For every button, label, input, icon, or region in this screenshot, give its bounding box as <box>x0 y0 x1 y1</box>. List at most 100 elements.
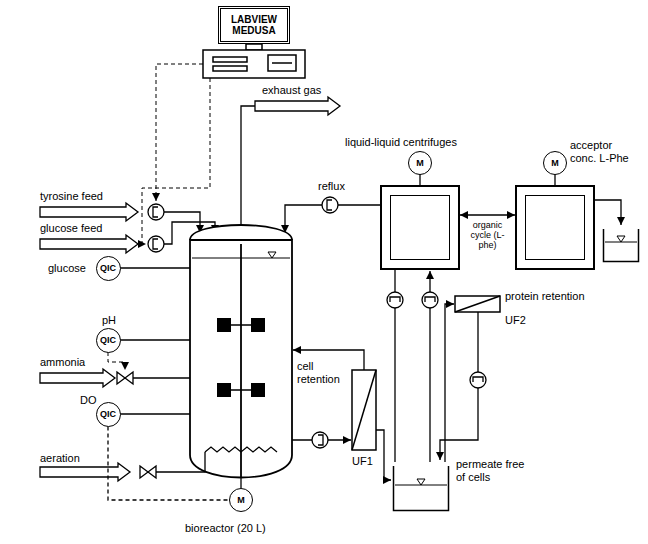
feed-arrow <box>255 97 340 115</box>
pump-symbol <box>473 377 483 382</box>
connector-line <box>595 200 621 225</box>
pump-symbol <box>422 292 438 308</box>
computer-tower <box>272 62 292 64</box>
centrifuge-box: M <box>380 185 460 270</box>
pipe-line <box>120 413 190 414</box>
feed-arrow <box>40 97 340 481</box>
pipe-line <box>120 106 555 488</box>
bioreactor-vessel <box>190 225 292 240</box>
tank-label: acceptor conc. L-Phe <box>570 139 640 164</box>
pipe-line <box>419 174 420 185</box>
pump-symbol <box>327 200 332 210</box>
bioreactor-vessel <box>231 325 251 390</box>
pipe-line <box>156 452 205 472</box>
text-label: cell retention <box>297 360 353 385</box>
tank-outline <box>392 462 450 512</box>
liquid-level <box>395 479 447 485</box>
pipe-line <box>120 339 190 340</box>
text-label: UF1 <box>352 455 373 468</box>
text-label: glucose <box>48 262 86 275</box>
symbol-letter: QIC <box>100 263 116 273</box>
text-label: glucose feed <box>40 222 102 235</box>
text-label: pH <box>102 314 116 327</box>
pump-symbol <box>322 197 338 213</box>
controller-circle: QIC <box>96 328 121 353</box>
pipe-line <box>445 304 454 462</box>
pump-symbol <box>390 297 400 302</box>
bioreactor-vessel <box>268 252 276 258</box>
pump-symbol <box>318 435 323 445</box>
text-label: exhaust gas <box>262 84 321 97</box>
text-label: tyrosine feed <box>40 190 103 203</box>
impeller <box>251 383 265 397</box>
control-signal-line <box>156 64 203 201</box>
pipe-line <box>241 106 255 226</box>
pump-symbol <box>322 197 338 213</box>
pump-symbol <box>148 236 164 252</box>
bioreactor-vessel <box>205 447 277 452</box>
controller-circle: QIC <box>96 256 121 281</box>
pump-symbol <box>387 292 403 308</box>
tank-outline <box>602 225 640 263</box>
computer-tower <box>203 44 305 78</box>
pump-symbol <box>387 292 403 308</box>
pipe-line <box>240 478 241 488</box>
pipe-line <box>554 174 555 185</box>
connector-line <box>108 427 229 501</box>
impeller <box>217 318 265 397</box>
ultrafiltration-module <box>352 370 376 450</box>
valve-symbol <box>117 372 156 478</box>
centrifuge-inner <box>390 195 450 260</box>
pump-symbol <box>148 204 164 220</box>
text-label: DO <box>80 394 97 407</box>
pipe-line <box>120 267 190 268</box>
text-label: liquid-liquid centrifuges <box>345 136 457 149</box>
feed-arrow <box>40 235 138 253</box>
text-label: UF2 <box>505 314 526 327</box>
bioreactor-vessel <box>240 244 242 478</box>
pump-symbol <box>148 204 164 220</box>
pump-symbol <box>425 297 435 302</box>
computer-tower <box>268 55 296 71</box>
symbol-letter: M <box>237 495 245 505</box>
feed-arrow <box>40 203 138 221</box>
acceptor-tank: acceptor conc. L-Phe <box>602 225 640 263</box>
monitor-screen: LABVIEW MEDUSA <box>218 6 290 44</box>
controller-circle: QIC <box>96 402 121 427</box>
computer-tower <box>246 44 262 50</box>
computer-tower <box>203 50 305 78</box>
pump-symbol <box>312 432 328 448</box>
centrifuge-inner <box>525 195 585 260</box>
bioreactor-vessel <box>190 240 292 478</box>
symbol-letter: QIC <box>100 409 116 419</box>
liquid-level <box>605 236 637 242</box>
computer-tower <box>213 57 247 62</box>
centrifuge-box: M <box>515 185 595 270</box>
ultrafiltration-module <box>352 370 376 450</box>
symbol-letter: M <box>408 151 432 175</box>
pump-symbol <box>470 372 486 388</box>
ultrafiltration-module <box>352 296 500 450</box>
pump-symbol <box>148 236 164 252</box>
valve-symbol <box>117 372 133 384</box>
edge-label: organic cycle (L-phe) <box>462 221 514 251</box>
screen-text: LABVIEW MEDUSA <box>224 14 284 37</box>
permeate-tank: permeate free of cells <box>392 462 450 512</box>
ultrafiltration-module <box>455 296 500 312</box>
impeller <box>217 383 231 397</box>
pump-symbol <box>312 432 328 448</box>
bioreactor-vessel <box>190 225 292 478</box>
connector-line <box>460 214 515 215</box>
pipe-line <box>133 377 190 378</box>
feed-arrow <box>40 369 115 387</box>
control-signal-line <box>108 352 125 370</box>
symbol-letter: QIC <box>100 335 116 345</box>
pump-symbol <box>422 292 438 308</box>
text-label: aeration <box>40 452 80 465</box>
tank-label: permeate free of cells <box>456 458 534 483</box>
text-label: ammonia <box>40 356 85 369</box>
impeller <box>251 318 265 332</box>
text-label: bioreactor (20 L) <box>185 522 266 535</box>
